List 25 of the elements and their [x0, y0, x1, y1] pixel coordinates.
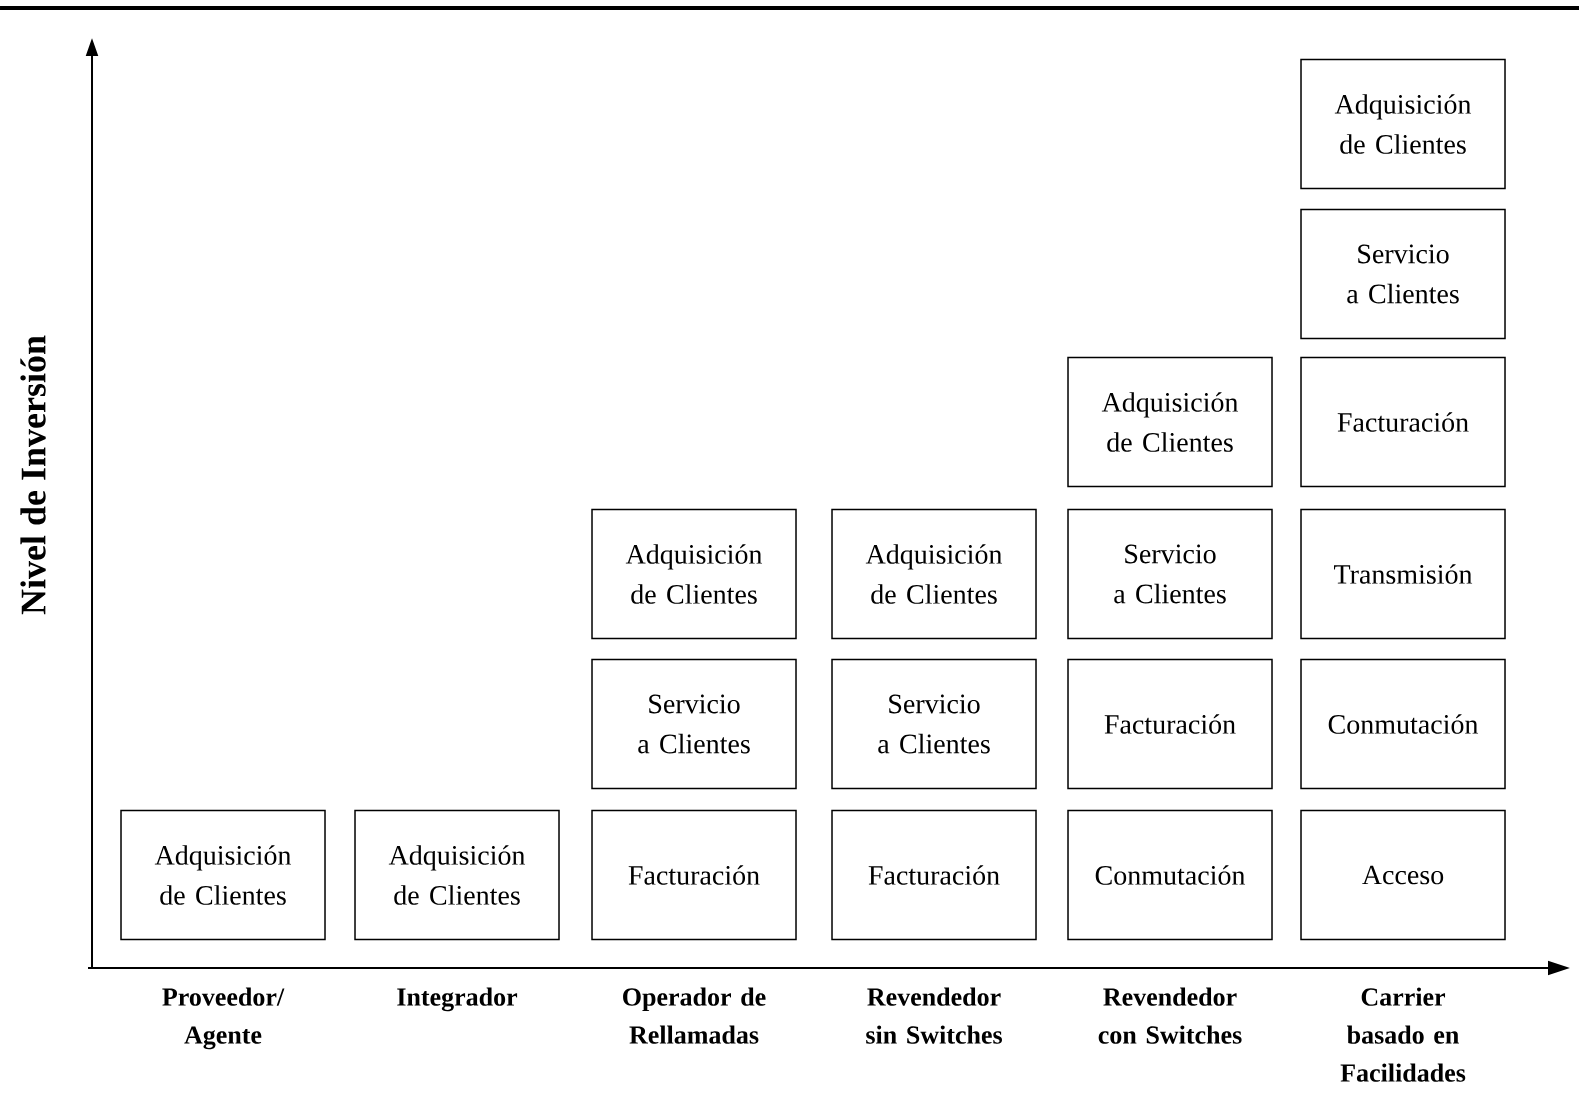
- category-box: Facturación: [831, 809, 1037, 941]
- category-box: Servicio a Clientes: [591, 658, 797, 790]
- category-label: Revendedor sin Switches: [866, 987, 1002, 1044]
- axis-title: Nivel de Inversión: [20, 335, 46, 615]
- category-box: Servicio a Clientes: [831, 658, 1037, 790]
- category-box: Conmutación: [1067, 809, 1273, 941]
- category-label: Proveedor/ Agente: [162, 987, 285, 1050]
- category-box: Adquisición de Clientes: [1300, 58, 1506, 190]
- category-box: Facturación: [1300, 356, 1506, 488]
- category-box: Adquisición de Clientes: [591, 508, 797, 640]
- category-label: Operador de Rellamadas: [623, 987, 766, 1044]
- category-label: Revendedor con Switches: [1098, 987, 1242, 1044]
- category-box: Adquisición de Clientes: [831, 508, 1037, 640]
- category-box: Facturación: [1067, 658, 1273, 790]
- category-box: Acceso: [1300, 809, 1506, 941]
- category-box: Servicio a Clientes: [1300, 208, 1506, 340]
- category-label: Carrier basado en Facilidades: [1340, 987, 1466, 1082]
- category-label: Integrador: [397, 987, 518, 1012]
- category-box: Adquisición de Clientes: [120, 809, 326, 941]
- category-box: Servicio a Clientes: [1067, 508, 1273, 640]
- category-box: Transmisión: [1300, 508, 1506, 640]
- category-box: Conmutación: [1300, 658, 1506, 790]
- category-box: Facturación: [591, 809, 797, 941]
- category-box: Adquisición de Clientes: [354, 809, 560, 941]
- category-box: Adquisición de Clientes: [1067, 356, 1273, 488]
